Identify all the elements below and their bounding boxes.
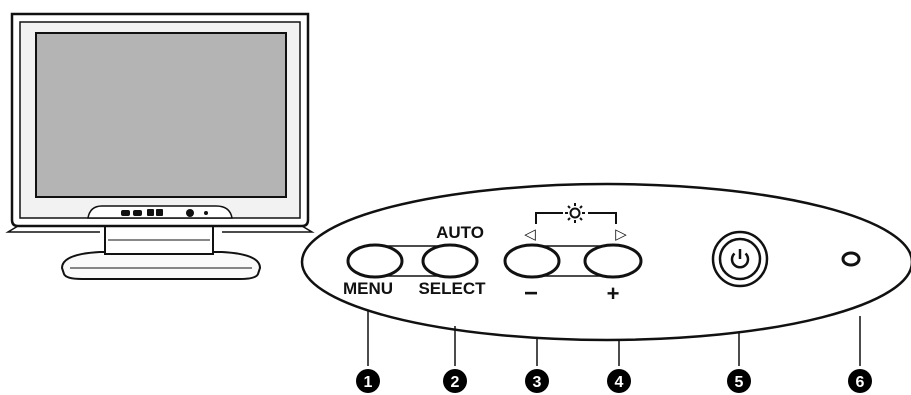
power-icon	[730, 249, 750, 269]
monitor-screen	[35, 32, 287, 198]
auto-select-button[interactable]	[421, 243, 479, 279]
brightness-plus-button[interactable]	[583, 243, 643, 279]
svg-text:3: 3	[533, 374, 542, 391]
svg-text:5: 5	[735, 374, 744, 391]
plus-label: +	[607, 281, 620, 306]
brightness-minus-button[interactable]	[503, 243, 561, 279]
select-label: SELECT	[418, 279, 486, 298]
monitor-illustration	[5, 12, 315, 280]
svg-text:1: 1	[364, 374, 373, 391]
power-button[interactable]	[711, 230, 769, 288]
control-panel: AUTO MENU SELECT − + ◁ ▷	[300, 182, 911, 342]
callout-2: 2	[443, 369, 467, 393]
left-arrow-icon: ◁	[524, 226, 536, 243]
right-arrow-icon: ▷	[615, 226, 627, 243]
svg-text:6: 6	[856, 374, 865, 391]
menu-label: MENU	[343, 279, 393, 298]
auto-label: AUTO	[436, 223, 484, 242]
power-led-indicator	[841, 251, 861, 267]
callout-3: 3	[525, 369, 549, 393]
callout-1: 1	[356, 369, 380, 393]
minus-label: −	[524, 280, 538, 307]
svg-text:4: 4	[615, 374, 624, 391]
callout-6: 6	[848, 369, 872, 393]
callout-4: 4	[607, 369, 631, 393]
brightness-bracket	[535, 212, 617, 224]
monitor-front-buttons	[121, 209, 208, 217]
callout-5: 5	[727, 369, 751, 393]
menu-button[interactable]	[346, 243, 404, 279]
svg-text:2: 2	[451, 374, 460, 391]
monitor-stand-base	[60, 251, 262, 280]
sun-icon	[565, 203, 585, 223]
callout-leaders	[367, 310, 861, 366]
